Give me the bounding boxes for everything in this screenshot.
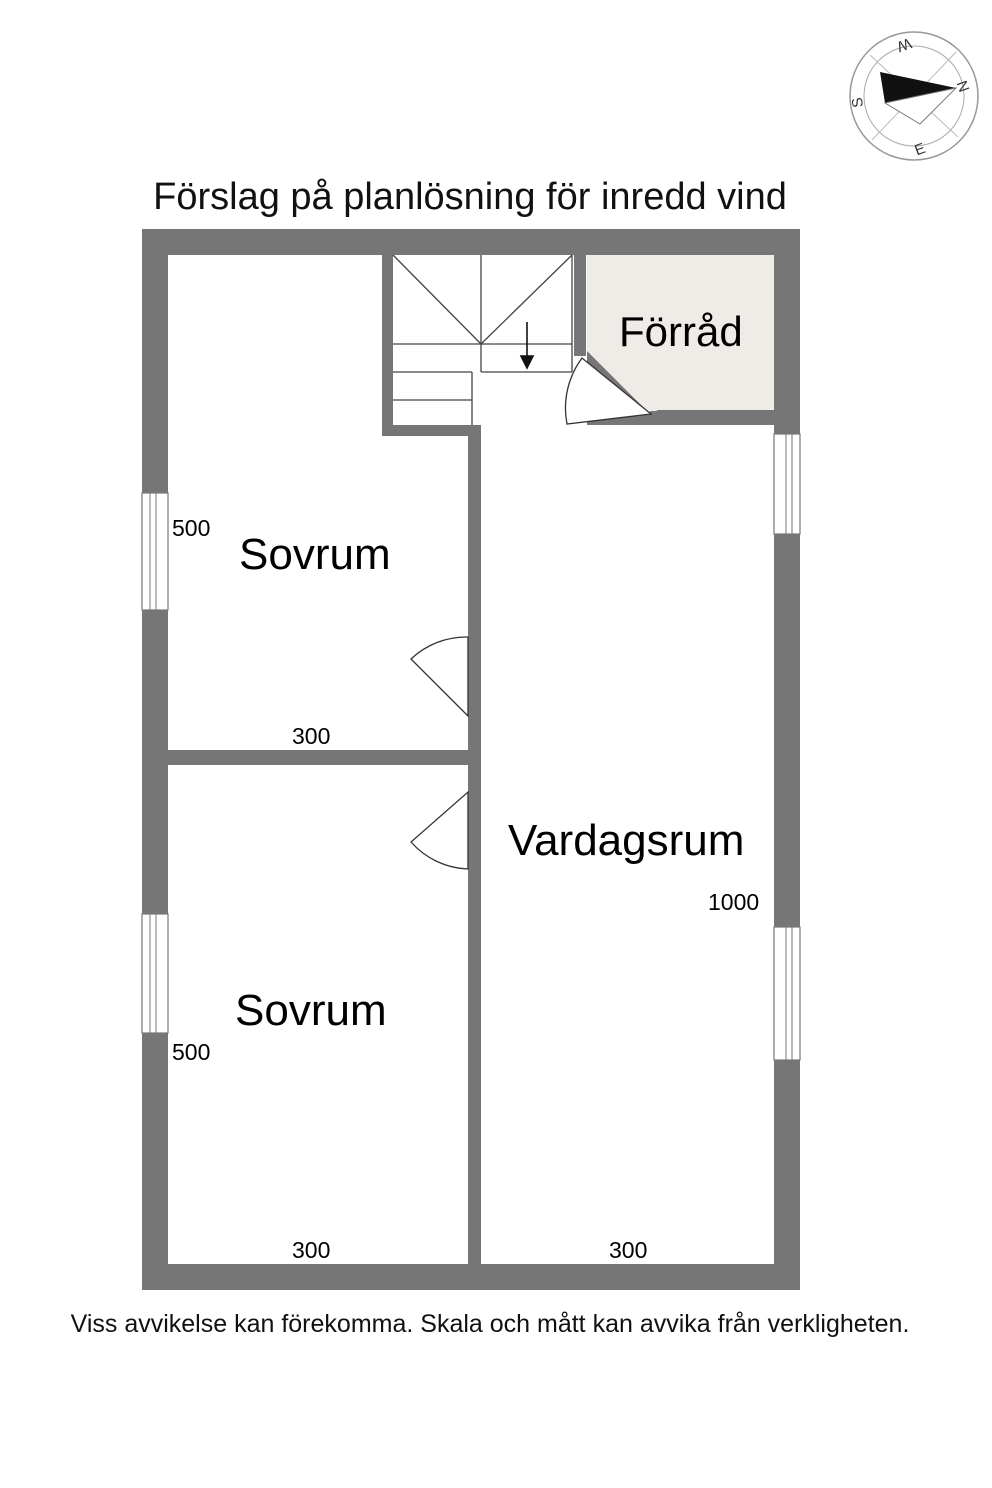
window-left-top: [141, 492, 169, 611]
wall-corridor-middle: [468, 716, 481, 792]
dimension-living-height: 1000: [708, 889, 760, 915]
dimension-bedroom-top-width: 300: [292, 723, 331, 749]
stair-arrow: [519, 322, 535, 370]
room-label-storage: Förråd: [619, 308, 743, 355]
window-right-top: [773, 433, 801, 535]
window-right-bottom: [773, 926, 801, 1061]
dimension-bedroom-bottom-width: 300: [292, 1237, 331, 1263]
room-label-bedroom-bottom: Sovrum: [235, 986, 387, 1035]
dimension-living-width: 300: [609, 1237, 648, 1263]
compass: [849, 31, 979, 161]
room-label-living: Vardagsrum: [508, 816, 745, 865]
window-left-bottom: [141, 913, 169, 1034]
storage-room-fill: [587, 255, 774, 414]
room-label-bedroom-top: Sovrum: [239, 530, 391, 579]
dimension-bedroom-top-height: 500: [172, 515, 211, 541]
compass-needle-tail-icon: [883, 87, 958, 125]
bedroom-bottom-door: [410, 790, 469, 870]
staircase: [392, 254, 573, 425]
dimension-bedroom-bottom-height: 500: [172, 1039, 211, 1065]
compass-needle-north-icon: [880, 72, 956, 103]
bedroom-top-door: [410, 636, 469, 718]
disclaimer: Viss avvikelse kan förekomma. Skala och …: [70, 1310, 910, 1338]
room-living-floor: [481, 425, 774, 1264]
storage-door: [564, 357, 653, 425]
stair-wall-bottom: [382, 425, 481, 436]
stair-wall-left: [382, 255, 393, 435]
wall-corridor-lower: [468, 869, 481, 1264]
plan-title: Förslag på planlösning för inredd vind: [153, 176, 787, 218]
wall-corridor-upper: [468, 425, 481, 637]
wall-between-bedrooms: [168, 750, 481, 765]
